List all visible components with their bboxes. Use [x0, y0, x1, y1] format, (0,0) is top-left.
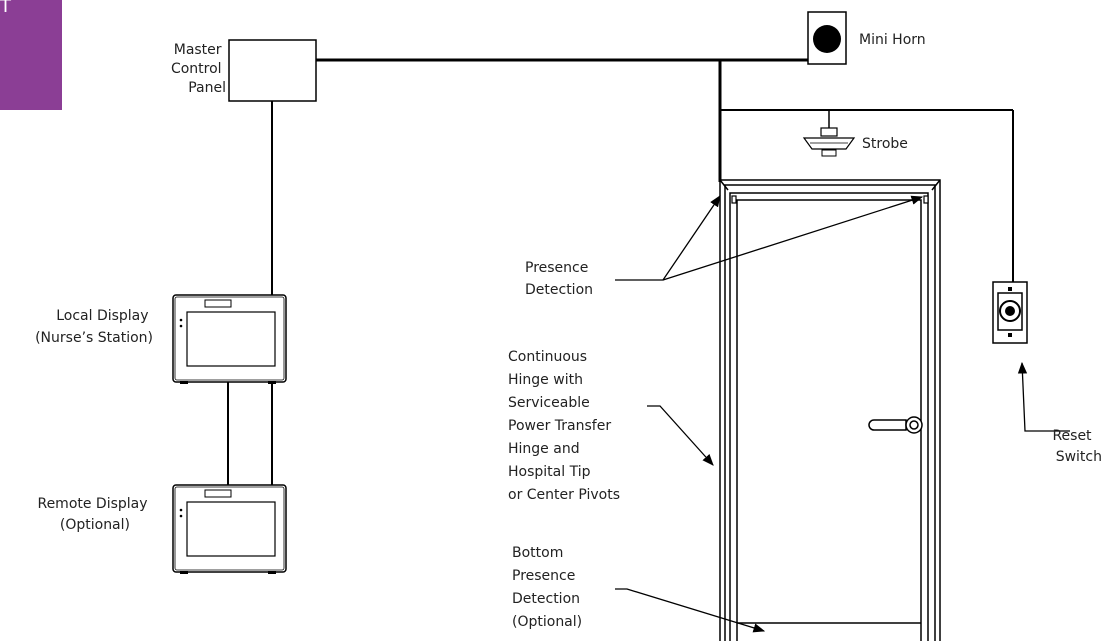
presence-detection-label: Presence Detection: [525, 260, 593, 298]
strobe-label: Strobe: [862, 136, 908, 152]
reset-switch-label: Reset Switch: [1052, 428, 1102, 465]
door-frame: [719, 179, 941, 641]
mini-horn-label: Mini Horn: [859, 32, 926, 48]
remote-display-label: Remote Display (Optional): [37, 496, 152, 533]
bottom-presence-detection-label: Bottom Presence Detection (Optional): [512, 545, 584, 630]
reset-switch: [992, 281, 1028, 344]
section-tab-text: T: [0, 0, 11, 17]
presence-sensor-icons: [731, 195, 929, 204]
section-tab: T: [0, 0, 62, 110]
master-control-panel: [228, 39, 317, 102]
local-display-label: Local Display (Nurse’s Station): [35, 308, 153, 346]
strobe-icon: [802, 110, 856, 157]
horn-speaker-icon: [813, 25, 841, 53]
continuous-hinge-label: Continuous Hinge with Serviceable Power …: [508, 349, 620, 503]
master-control-panel-label: Master Control Panel: [171, 42, 226, 96]
local-display: [172, 294, 287, 384]
remote-display: [172, 484, 287, 574]
door-handle-icon: [868, 416, 923, 434]
leader-lines: [615, 195, 1070, 633]
